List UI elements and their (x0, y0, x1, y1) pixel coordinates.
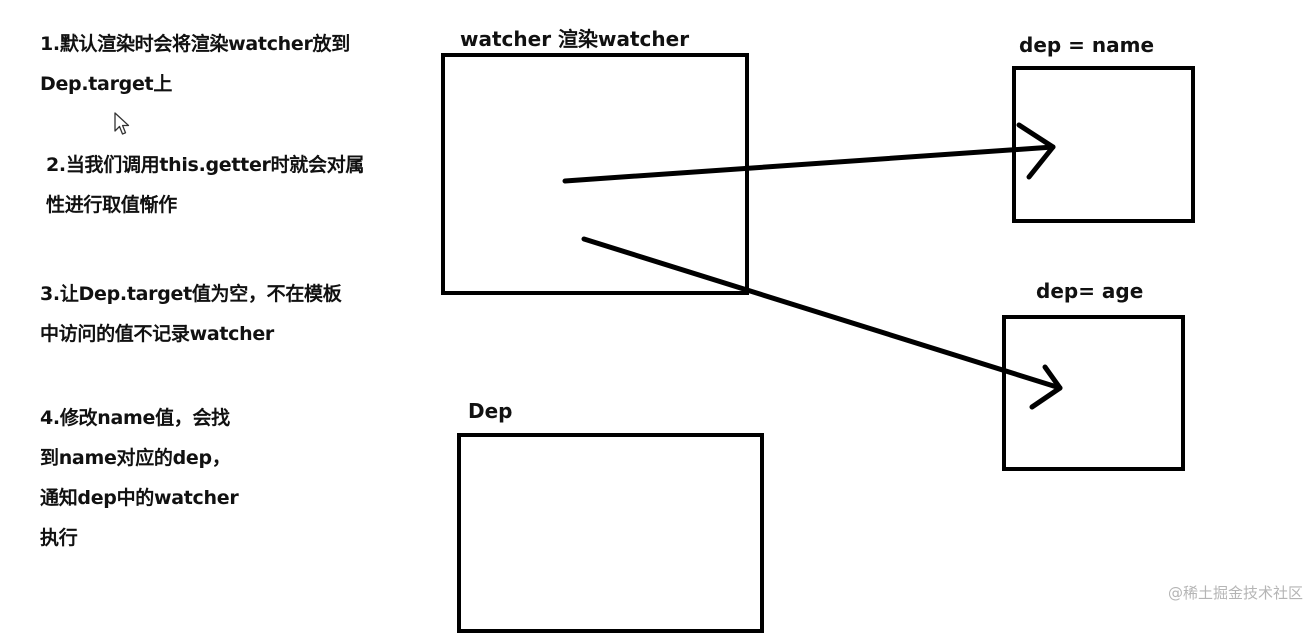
dep-age-label: dep= age (1036, 279, 1144, 303)
note-4: 4.修改name值，会找 到name对应的dep， 通知dep中的watcher… (40, 407, 239, 549)
arrows-layer (562, 122, 1063, 410)
note-2: 2.当我们调用this.getter时就会对属 性进行取值惭作 (46, 154, 365, 216)
note-1: 1.默认渲染时会将渲染watcher放到 Dep.target上 (40, 33, 350, 95)
arrow-to-dep-age-icon (581, 236, 1063, 410)
note-3: 3.让Dep.target值为空，不在模板 中访问的值不记录watcher (40, 283, 342, 345)
watcher-label: watcher 渲染watcher (460, 27, 690, 51)
watcher-box (441, 53, 749, 295)
dep-age-box (1002, 315, 1185, 471)
dep-name-box (1012, 66, 1195, 223)
watermark: @稀土掘金技术社区 (1167, 584, 1303, 602)
arrow-to-dep-name-icon (562, 122, 1056, 184)
mouse-cursor-icon (114, 112, 130, 135)
dep-label: Dep (468, 399, 513, 423)
dep-name-label: dep = name (1019, 33, 1155, 57)
